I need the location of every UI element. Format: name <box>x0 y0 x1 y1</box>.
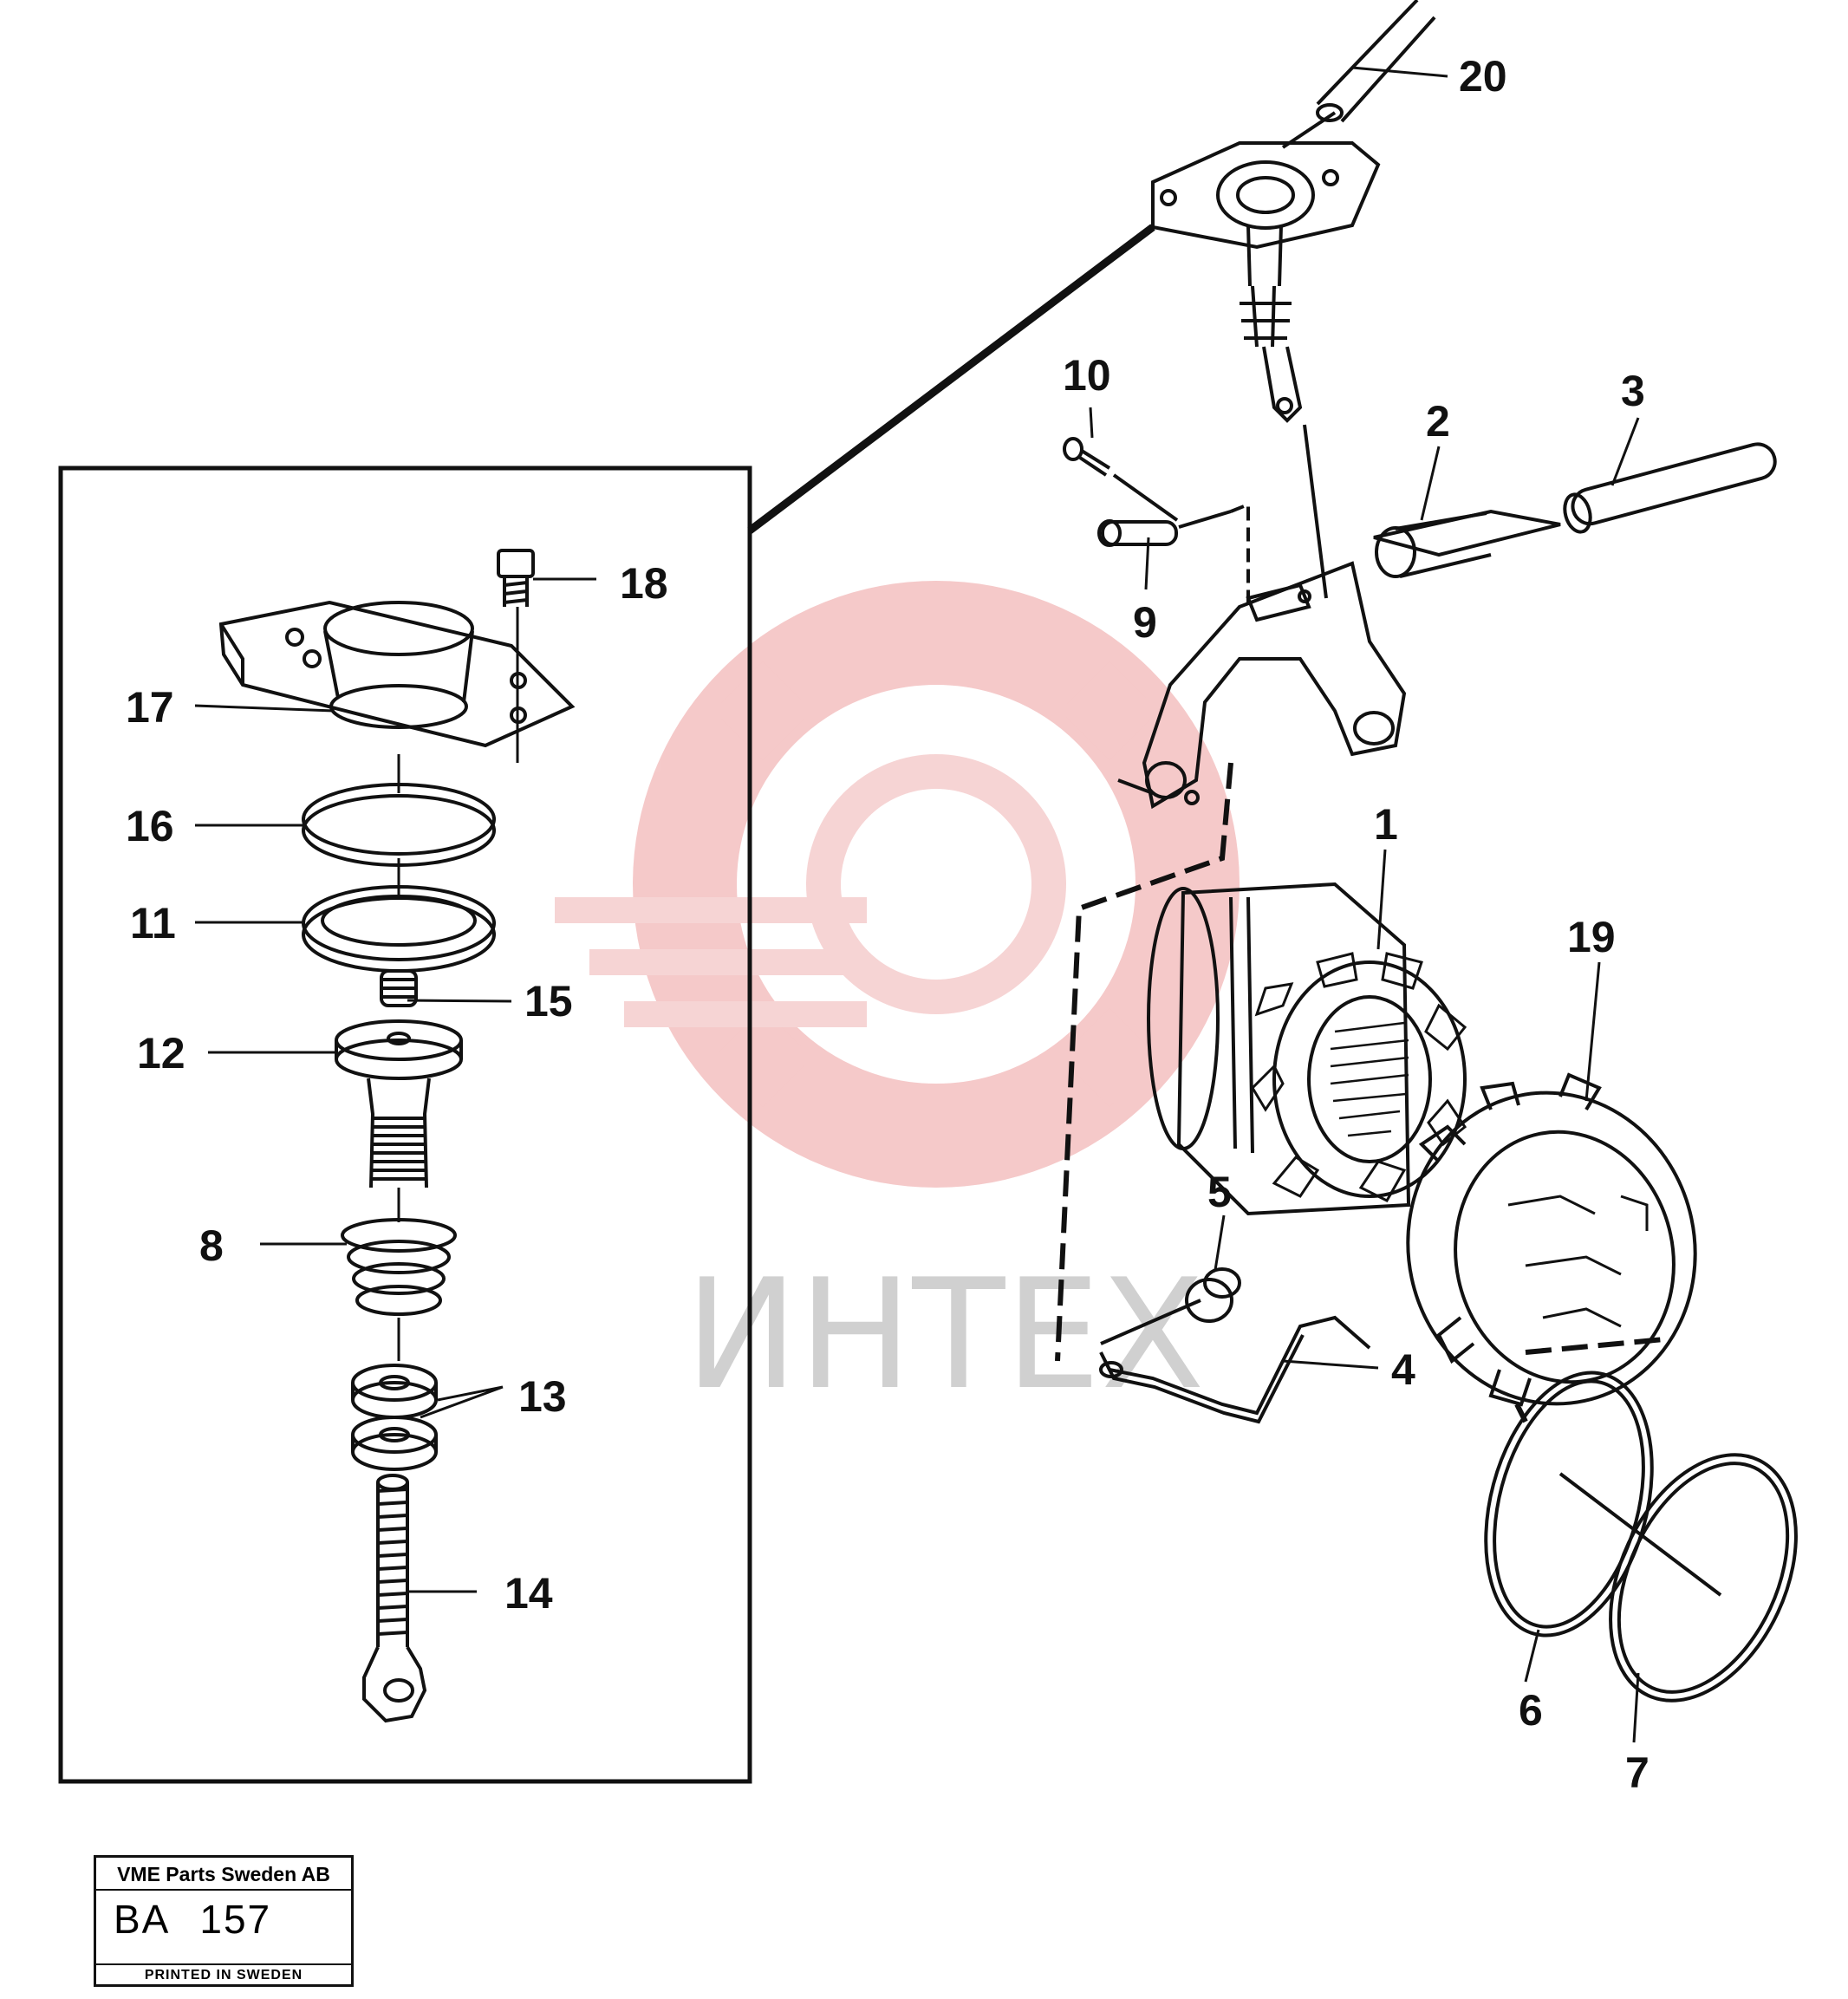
stamp-code-prefix: BA <box>114 1897 171 1942</box>
inset-part-11-ring <box>302 858 496 973</box>
part-10-and-9-pins <box>1063 437 1250 607</box>
callout-9: 9 <box>1133 598 1157 647</box>
inset-part-16-seal <box>302 754 496 867</box>
callout-labels: 20 10 2 3 9 18 17 16 11 15 12 1 19 5 8 4… <box>126 52 1650 1797</box>
part-5-and-4-detent-spring <box>1099 1267 1371 1424</box>
inset-part-14-rod <box>362 1474 427 1723</box>
inset-box <box>58 224 1155 1784</box>
callout-11: 11 <box>130 899 176 947</box>
inset-part-18-bolt <box>497 549 535 763</box>
inset-part-8-spring <box>341 1218 457 1361</box>
part-6-and-7-circlips <box>1484 1371 1798 1703</box>
inset-part-12-plunger <box>335 1019 463 1222</box>
watermark-gear-logo <box>555 581 1240 1188</box>
inset-part-15-setscrew <box>380 969 418 1007</box>
callout-12: 12 <box>137 1029 185 1078</box>
callout-20: 20 <box>1459 52 1507 101</box>
watermark-text: ИНТЕХ <box>685 1247 1205 1423</box>
callout-14: 14 <box>504 1569 553 1618</box>
callout-3: 3 <box>1621 367 1645 415</box>
callout-10: 10 <box>1063 351 1111 400</box>
callout-19: 19 <box>1567 913 1616 961</box>
inset-part-13-nuts <box>351 1364 438 1471</box>
callout-6: 6 <box>1519 1686 1543 1735</box>
callout-15: 15 <box>524 977 573 1026</box>
stamp-code-number: 157 <box>199 1897 272 1942</box>
callout-13: 13 <box>518 1372 567 1421</box>
callout-17: 17 <box>126 683 174 732</box>
callout-4: 4 <box>1391 1345 1415 1394</box>
callout-18: 18 <box>620 559 668 608</box>
parts-stamp: VME Parts Sweden AB BA 157 PRINTED IN SWE… <box>94 1855 354 1987</box>
part-2-lever-and-3-shaft <box>1373 442 1777 578</box>
callout-1: 1 <box>1374 800 1398 849</box>
callout-8: 8 <box>199 1221 224 1270</box>
part-20-cable-assembly <box>1151 0 1436 599</box>
callout-5: 5 <box>1207 1168 1232 1216</box>
callout-2: 2 <box>1426 397 1450 446</box>
inset-part-17-cover-plate <box>218 600 576 748</box>
leader-lines <box>194 66 1640 1743</box>
stamp-company: VME Parts Sweden AB <box>96 1858 351 1891</box>
callout-7: 7 <box>1625 1748 1650 1797</box>
shift-fork <box>1117 561 1407 810</box>
stamp-code: BA 157 <box>114 1896 301 1943</box>
callout-16: 16 <box>126 802 174 850</box>
stamp-footer: PRINTED IN SWEDEN <box>96 1963 351 1984</box>
